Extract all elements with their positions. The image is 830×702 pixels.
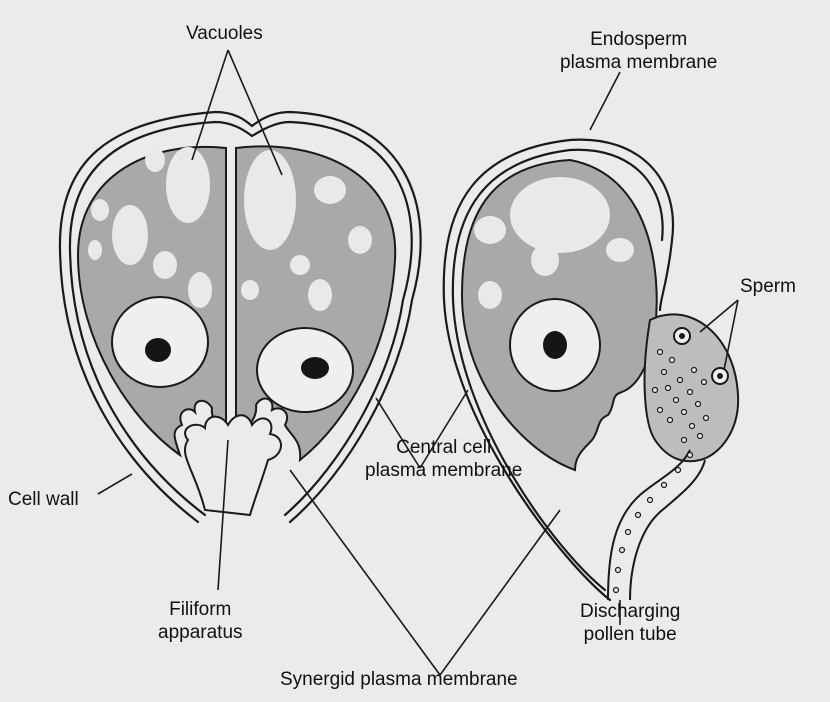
endosperm-membrane-inner — [451, 148, 664, 592]
label-synergid-plasma-membrane: Synergid plasma membrane — [280, 669, 518, 690]
vacuole — [290, 255, 310, 275]
label-endosperm-plasma-membrane: Endosperm plasma membrane — [560, 28, 717, 74]
synergid-pouch — [643, 313, 740, 463]
label-endosperm-line2: plasma membrane — [560, 52, 718, 73]
label-central-cell-plasma-membrane: Central cell plasma membrane — [365, 436, 522, 482]
filiform-apparatus — [183, 414, 282, 517]
vacuoles-group — [88, 147, 634, 311]
nucleolus — [543, 331, 567, 359]
vacuole — [510, 177, 610, 253]
label-pollen-line1: Discharging — [580, 601, 681, 622]
vacuole — [145, 148, 165, 172]
label-vacuoles: Vacuoles — [186, 23, 263, 44]
vacuole — [241, 280, 259, 300]
vacuole — [606, 238, 634, 262]
leader-lines — [97, 49, 739, 676]
vacuole — [474, 216, 506, 244]
endosperm-membrane-outer — [442, 138, 675, 602]
vacuole — [112, 205, 148, 265]
cell-wall-outer — [58, 110, 422, 524]
vacuole — [314, 176, 346, 204]
vacuole — [531, 244, 559, 276]
nucleolus — [301, 357, 329, 379]
vacuole — [244, 150, 296, 250]
label-central-cell-line1: Central cell — [396, 437, 492, 458]
label-central-cell-line2: plasma membrane — [365, 460, 523, 481]
label-pollen-line2: pollen tube — [583, 624, 677, 645]
label-discharging-pollen-tube: Discharging pollen tube — [580, 600, 680, 646]
label-filiform-line1: Filiform — [169, 599, 232, 620]
vacuole — [166, 147, 210, 223]
cytoplasm-dots — [612, 348, 710, 594]
label-filiform-line2: apparatus — [158, 622, 243, 643]
sperm-cells — [673, 327, 729, 385]
label-endosperm-line1: Endosperm — [590, 29, 688, 50]
vacuole — [88, 240, 102, 260]
vacuole — [308, 279, 332, 311]
label-filiform-apparatus: Filiform apparatus — [158, 598, 243, 644]
nucleolus — [145, 338, 171, 362]
vacuole — [348, 226, 372, 254]
label-sperm: Sperm — [740, 276, 796, 297]
cell-wall-inner — [68, 120, 413, 517]
vacuole — [153, 251, 177, 279]
vacuole — [478, 281, 502, 309]
nuclei-group — [111, 296, 601, 413]
vacuole — [91, 199, 109, 221]
vacuole — [188, 272, 212, 308]
pollen-tube — [607, 449, 706, 601]
label-cell-wall: Cell wall — [8, 489, 79, 510]
